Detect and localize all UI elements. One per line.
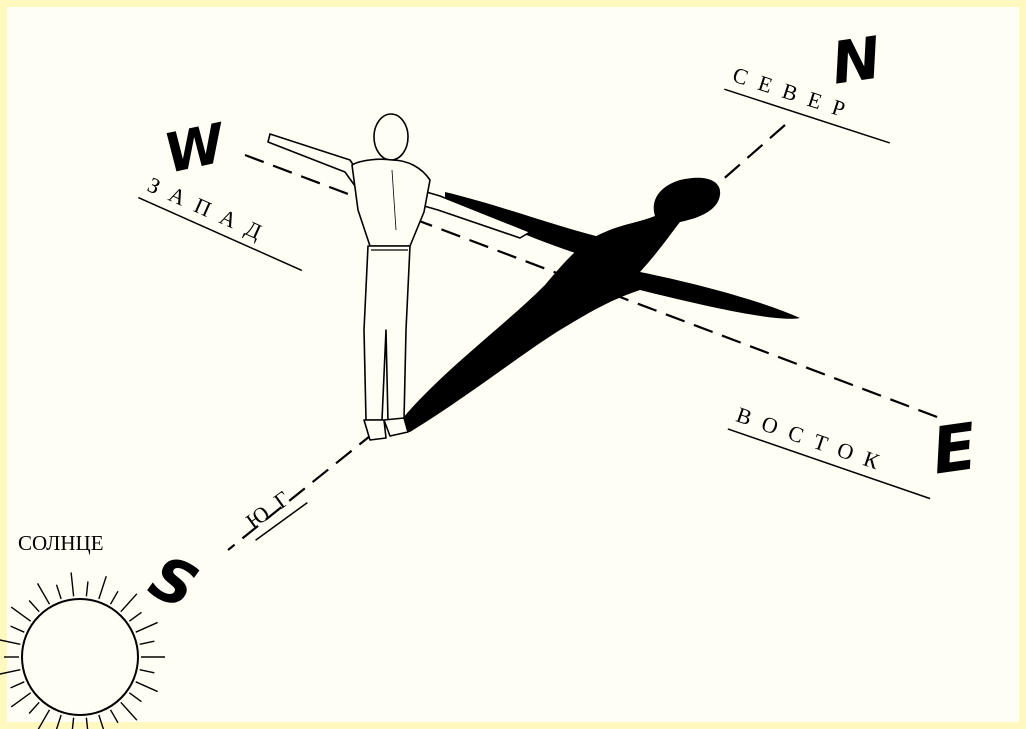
west-word: ЗАПАД: [144, 172, 276, 249]
south-letter: S: [139, 542, 208, 624]
sun-ray: [121, 594, 137, 612]
sun-ray: [136, 682, 158, 692]
person-torso: [352, 159, 430, 246]
west-word-group: ЗАПАД: [138, 170, 314, 270]
sun-ray: [121, 702, 137, 720]
sun-ray: [86, 718, 88, 729]
sun-ray: [38, 710, 50, 729]
sun-ray: [111, 591, 119, 604]
sun-ray: [99, 715, 106, 729]
sun-ray: [86, 581, 88, 596]
sun-label: СОЛНЦЕ: [18, 531, 104, 555]
sun-icon: [0, 572, 165, 729]
sun-ray: [11, 626, 25, 632]
sun-ray: [129, 693, 141, 702]
person-legs: [364, 246, 410, 422]
sun-ray: [0, 670, 20, 675]
east-word-group: ВОСТОК: [728, 401, 940, 499]
person-figure: [268, 114, 530, 440]
east-word: ВОСТОК: [733, 402, 894, 478]
sun-ray: [71, 718, 74, 729]
north-south-axis-upper: [720, 125, 785, 182]
sun-ray: [57, 585, 62, 599]
person-feet: [364, 418, 408, 440]
north-south-axis-lower: [228, 432, 375, 550]
sun-ray: [140, 670, 155, 673]
sun-ray: [57, 715, 62, 729]
sun-ray: [129, 612, 141, 621]
sun-ray: [11, 607, 30, 621]
sun-ray: [99, 576, 106, 599]
sun-ray: [29, 601, 39, 612]
west-letter: W: [159, 111, 233, 186]
sun-ray: [111, 710, 119, 723]
sun-ray: [71, 572, 74, 596]
sun-ray: [0, 639, 20, 644]
sun-ray: [11, 693, 30, 707]
north-letter: N: [828, 23, 886, 97]
south-word-group: ЮГ: [238, 478, 307, 540]
person-head: [374, 114, 408, 160]
sun-ray: [140, 641, 155, 644]
sun-ray: [29, 702, 39, 713]
sun-ray: [38, 583, 50, 604]
sun-ray: [136, 622, 158, 632]
east-letter: E: [928, 410, 982, 489]
axis-lines: [228, 125, 945, 550]
sun-ray: [11, 682, 25, 688]
south-word: ЮГ: [241, 479, 304, 534]
